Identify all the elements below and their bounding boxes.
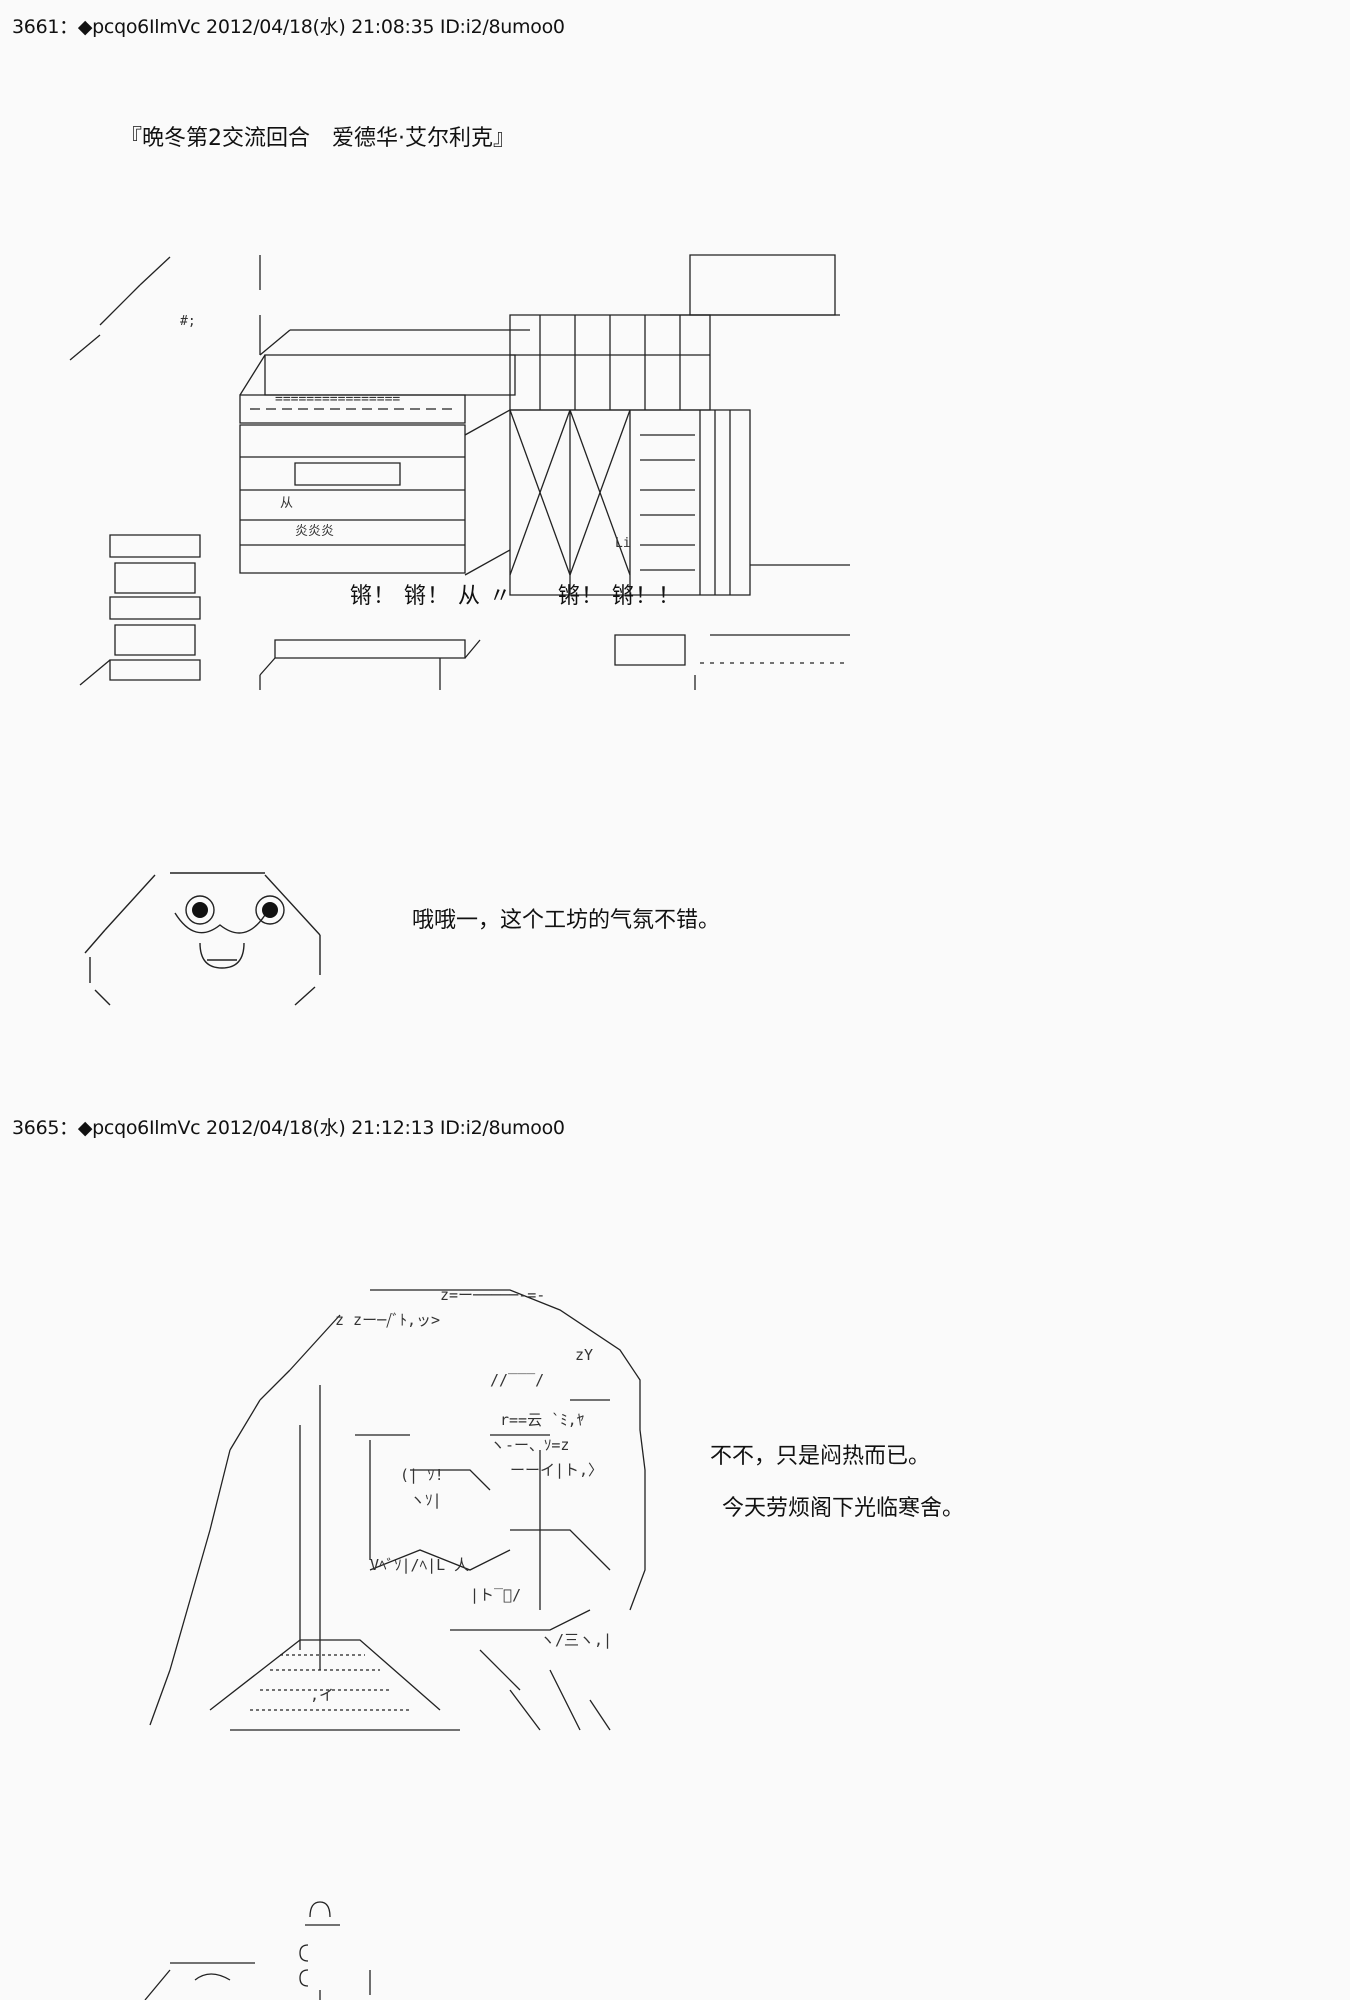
svg-text:================: ================ [275,392,400,407]
post-header: 3665：◆pcqo6IlmVc 2012/04/18(水) 21:12:13 … [12,1113,565,1140]
svg-text:(| ｿ!: (| ｿ! [400,1466,444,1484]
post-id[interactable]: ID:i2/8umoo0 [439,16,565,38]
svg-text:#;: #; [180,314,196,329]
svg-text:炎炎炎: 炎炎炎 [295,524,334,539]
partial-face-ascii-art [140,1895,400,2000]
svg-text:|ト‾ﾞ/: |ト‾ﾞ/ [470,1586,521,1604]
post-author[interactable]: ◆pcqo6IlmVc [77,16,201,38]
post-number: 3661 [12,16,60,38]
left-eye-icon [192,902,208,918]
right-eye-icon [262,902,278,918]
post-header: 3661：◆pcqo6IlmVc 2012/04/18(水) 21:08:35 … [12,12,565,39]
svg-text:ヽ-ー、ｿ=z: ヽ-ー、ｿ=z [490,1436,569,1454]
svg-text:zY: zY [575,1346,593,1364]
svg-text:Li: Li [615,536,631,551]
workshop-art-drawing: ================ 从 炎炎炎 #; Li [60,245,860,685]
svg-text:ヽ/三ヽ,|: ヽ/三ヽ,| [540,1631,612,1649]
svg-text:r==云 `ﾐ,ﾔ: r==云 `ﾐ,ﾔ [500,1411,585,1429]
post-author[interactable]: ◆pcqo6IlmVc [77,1117,201,1139]
svg-text:ーーイ|ト,〉: ーーイ|ト,〉 [510,1461,603,1479]
sound-effect-text: 锵！ 锵！ 从 〃 锵！ 锵！！ [350,584,681,609]
svg-text:z=ー─────-=-: z=ー─────-=- [440,1286,545,1304]
dialogue-line: 今天劳烦阁下光临寒舍。 [722,1496,965,1521]
svg-text:Vﾍﾞｿ|/ﾍ|L 人: Vﾍﾞｿ|/ﾍ|L 人 [370,1556,469,1574]
post-number: 3665 [12,1117,60,1139]
svg-text:从: 从 [280,496,293,511]
post-separator: ： [59,1117,78,1139]
svg-text:ヽｿ|: ヽｿ| [410,1491,442,1509]
post-datetime: 2012/04/18(水) 21:08:35 [206,16,435,38]
post-datetime: 2012/04/18(水) 21:12:13 [206,1117,435,1139]
face-ascii-art [85,865,335,1015]
post-separator: ： [59,16,78,38]
svg-text://‾‾‾/: //‾‾‾/ [490,1371,544,1389]
man-portrait-ascii-art: z=ー─────-=- z zー─/ﾞﾄ,ッ> zY //‾‾‾/ r==云 `… [70,1286,670,1750]
post-id[interactable]: ID:i2/8umoo0 [439,1117,565,1139]
svg-text:,イ: ,イ [310,1686,334,1704]
svg-text:z zー─/ﾞﾄ,ッ>: z zー─/ﾞﾄ,ッ> [335,1311,440,1329]
scene-title: 『晩冬第2交流回合 爱德华·艾尔利克』 [120,126,515,151]
dialogue-line: 哦哦一，这个工坊的气氛不错。 [412,908,721,933]
dialogue-line: 不不，只是闷热而已。 [710,1444,931,1469]
